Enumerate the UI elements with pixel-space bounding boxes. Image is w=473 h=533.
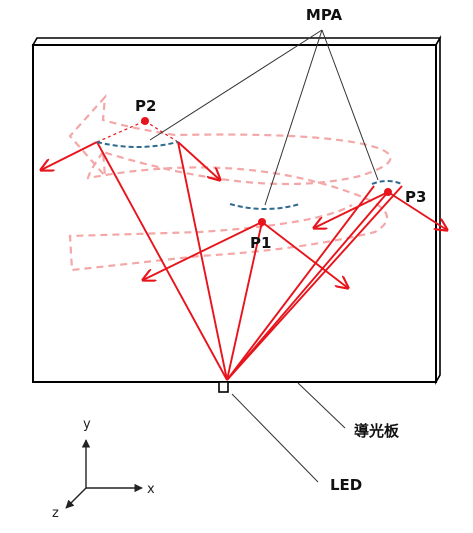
- mpa-label: MPA: [306, 6, 343, 24]
- ray: [226, 191, 389, 381]
- p2-focus-lines: [96, 120, 179, 143]
- light-guide-leader: [297, 382, 346, 429]
- reflected-ray: [177, 141, 220, 180]
- p3-label: P3: [405, 188, 426, 206]
- ray: [226, 185, 375, 381]
- led-leader: [231, 393, 319, 483]
- plate-top-face: [31, 37, 442, 46]
- z-axis: [65, 487, 87, 509]
- reflected-ray: [261, 221, 348, 288]
- p2-label: P2: [135, 97, 156, 115]
- lens-icon: [371, 180, 403, 185]
- lenses: [96, 141, 403, 210]
- light-guide-label: 導光板: [354, 422, 400, 440]
- axis-icon: [65, 439, 143, 509]
- x-axis-label: x: [147, 482, 155, 497]
- p3-point: [384, 188, 392, 196]
- p1-label: P1: [250, 234, 271, 252]
- p1-point: [258, 218, 266, 226]
- reflected-ray: [314, 191, 389, 228]
- reflected-ray: [41, 141, 98, 170]
- p2-point: [141, 117, 149, 125]
- y-axis-label: y: [83, 417, 91, 432]
- lens-icon: [96, 141, 179, 148]
- light-guide-plate: [31, 34, 442, 386]
- rays: [41, 141, 447, 381]
- led-icon: [218, 381, 229, 393]
- reflected-ray: [387, 191, 447, 230]
- ray: [177, 141, 228, 381]
- z-axis-label: z: [52, 506, 59, 521]
- plate-front-face: [32, 44, 437, 383]
- led-label: LED: [330, 476, 362, 494]
- mpa-leaders: [149, 29, 379, 206]
- ray: [96, 141, 228, 381]
- lens-icon: [229, 203, 301, 210]
- ray: [226, 221, 263, 381]
- reflected-ray: [143, 221, 263, 280]
- ray: [226, 185, 403, 381]
